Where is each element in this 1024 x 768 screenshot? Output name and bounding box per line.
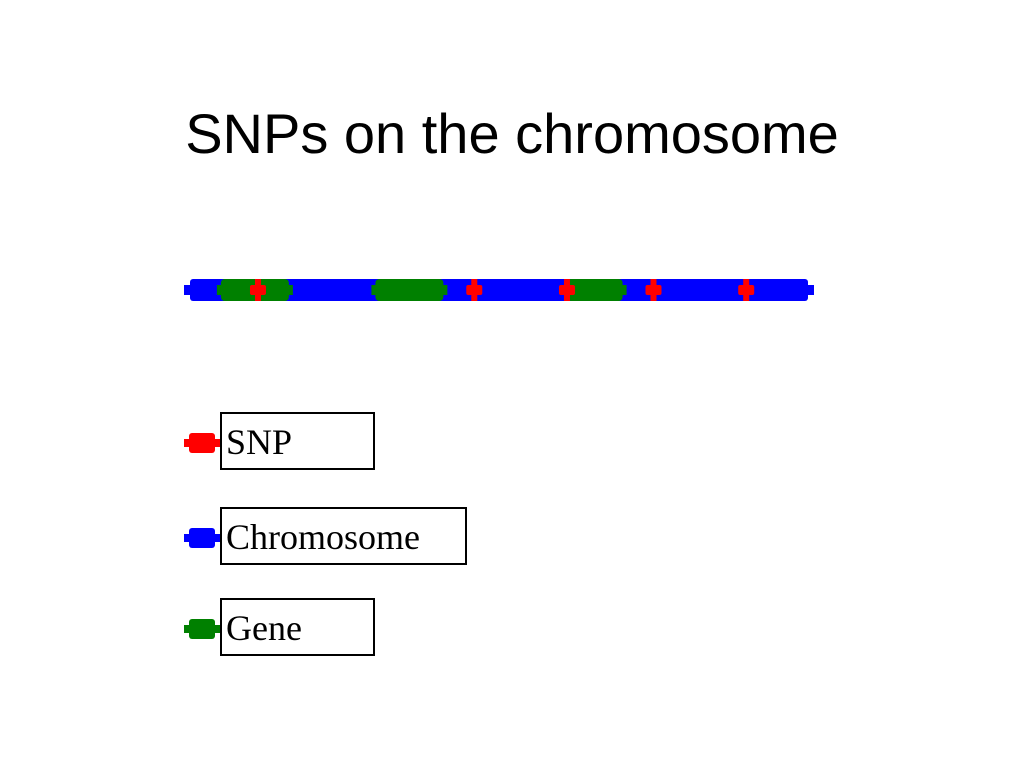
snp-marker-bar <box>558 285 575 295</box>
legend-label-chromosome: Chromosome <box>220 507 467 565</box>
chromosome-track <box>184 279 814 301</box>
swatch-marker <box>189 433 215 453</box>
gene-segment <box>566 279 623 301</box>
swatch-marker <box>189 619 215 639</box>
snp-marker-bar <box>466 285 483 295</box>
legend-swatch-snp <box>184 433 220 453</box>
legend-label-snp: SNP <box>220 412 375 470</box>
snp-marker-bar <box>645 285 662 295</box>
legend-swatch-chromosome <box>184 528 220 548</box>
snp-marker-bar <box>738 285 755 295</box>
snp-marker-bar <box>249 285 266 295</box>
gene-segment <box>375 279 444 301</box>
legend-label-gene: Gene <box>220 598 375 656</box>
legend-swatch-gene <box>184 619 220 639</box>
swatch-marker <box>189 528 215 548</box>
slide-title: SNPs on the chromosome <box>185 102 839 165</box>
